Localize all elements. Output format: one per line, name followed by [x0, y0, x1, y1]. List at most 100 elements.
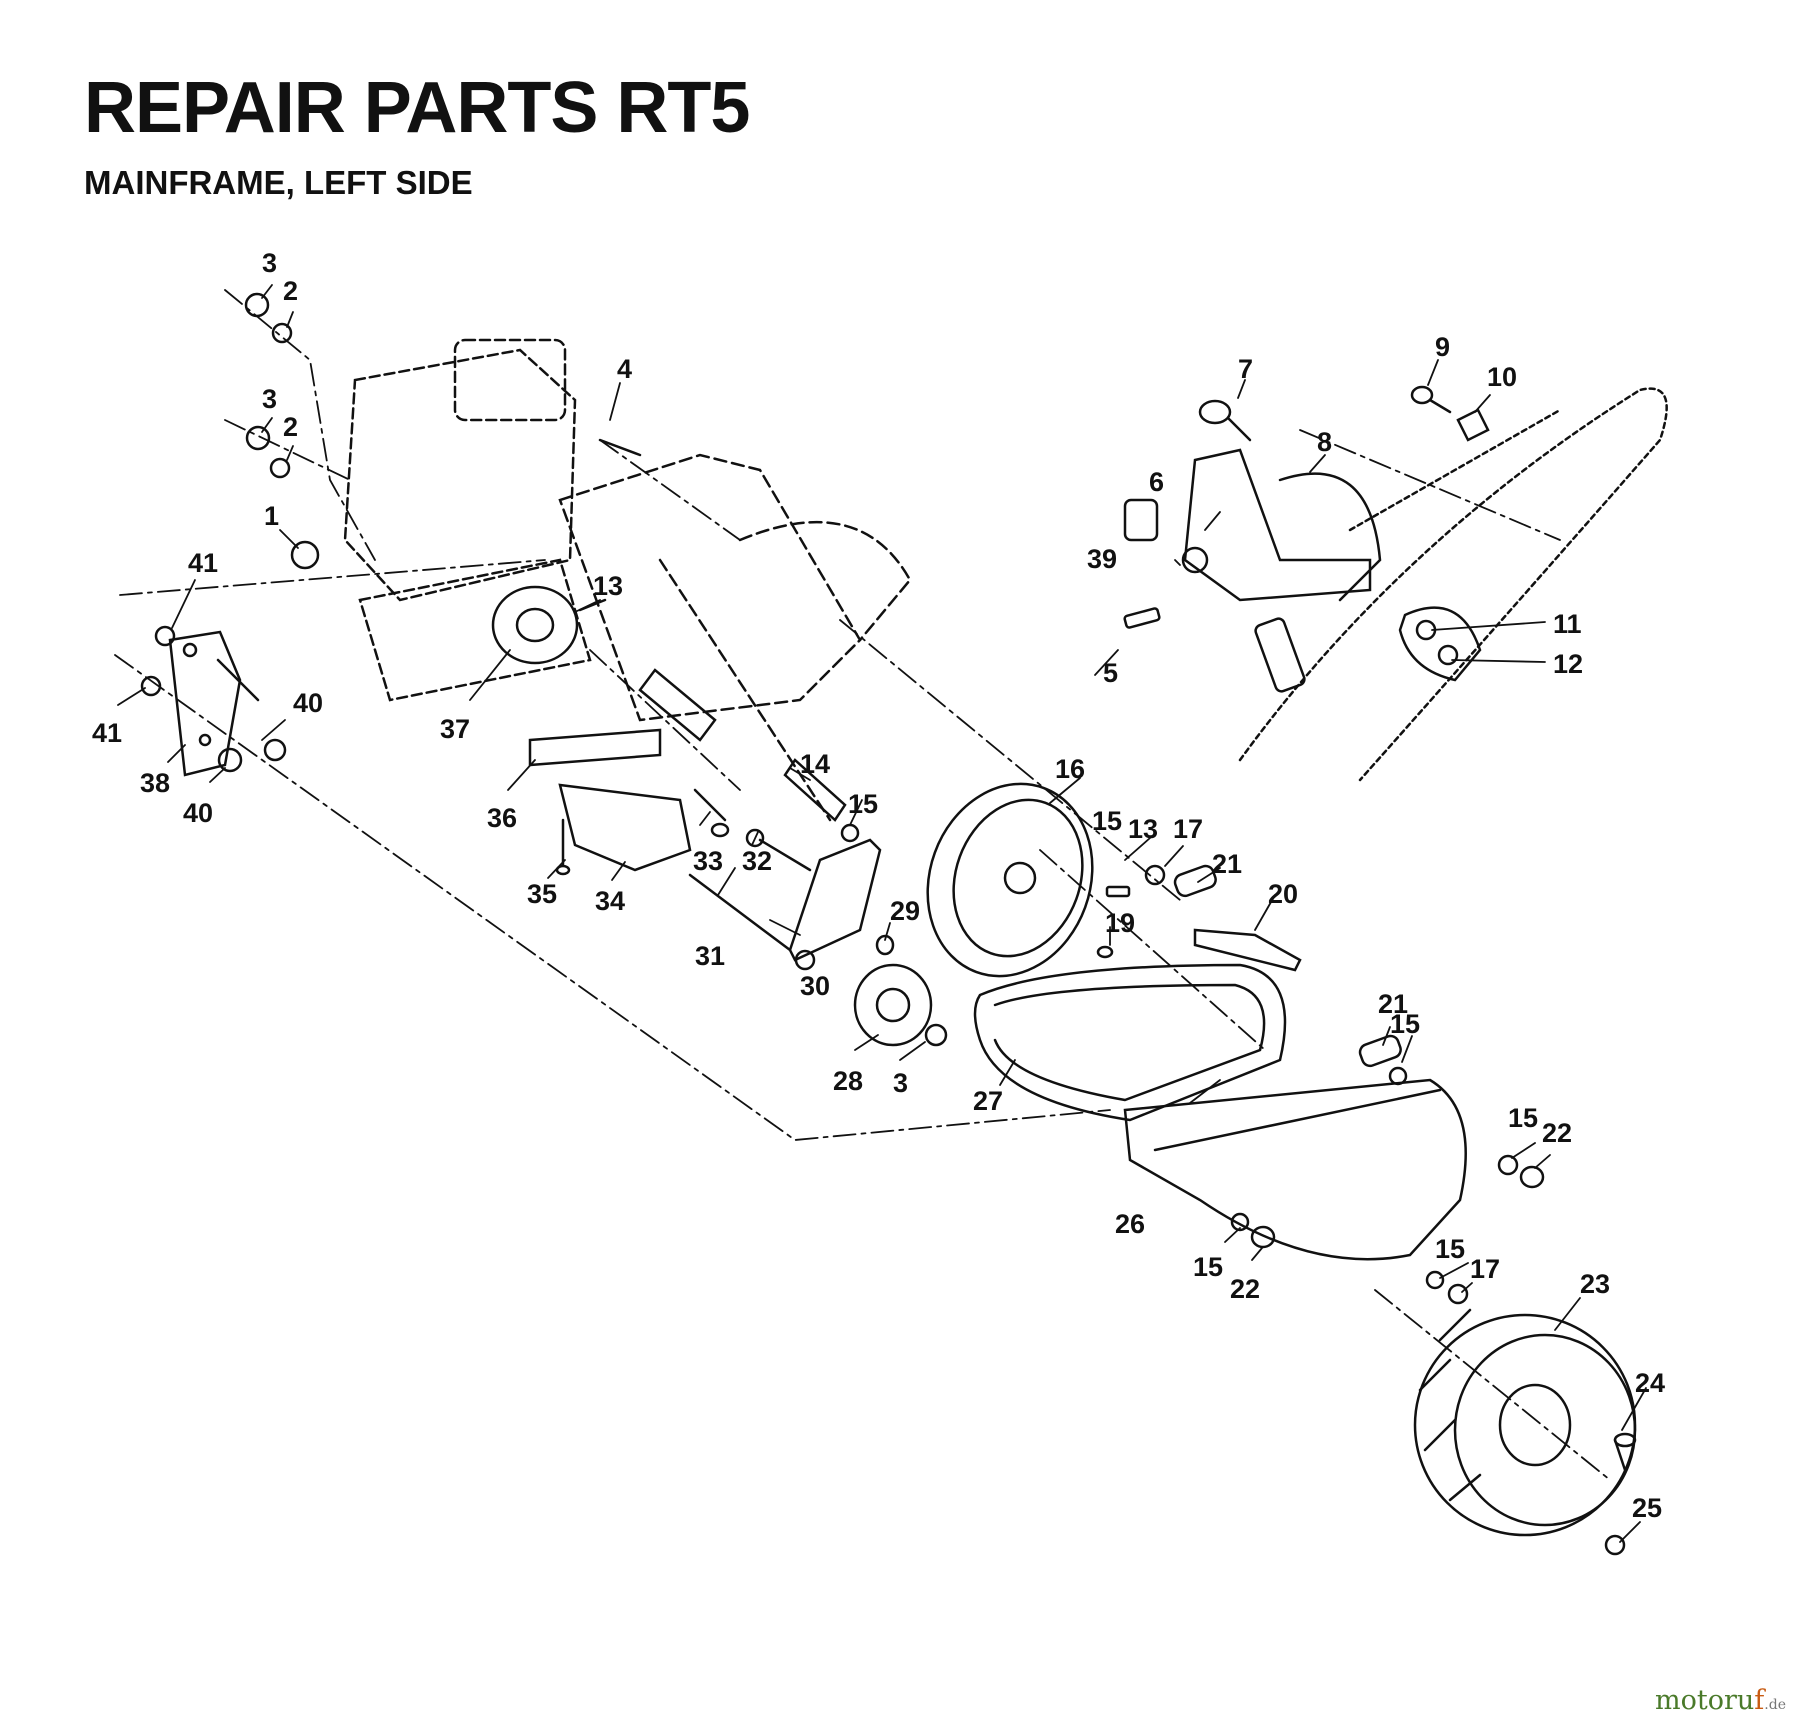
callout-33: 33 [693, 846, 723, 876]
callout-27: 27 [973, 1086, 1003, 1116]
idler-pulley [853, 963, 933, 1047]
callout-10: 10 [1487, 362, 1517, 392]
fasteners [140, 292, 1545, 1305]
bolt-32 [745, 828, 812, 872]
callout-26: 26 [1115, 1209, 1145, 1239]
large-pulley [926, 782, 1094, 978]
spacer-21b [1358, 1034, 1402, 1068]
callout-7: 7 [1238, 354, 1253, 384]
wheel-tire [1413, 1308, 1637, 1537]
callout-5: 5 [1103, 658, 1118, 688]
callout-1: 1 [264, 501, 279, 531]
depth-bracket [1183, 448, 1372, 602]
callout-32: 32 [742, 846, 772, 876]
callout-21a: 21 [1212, 849, 1242, 879]
clip-25 [1604, 1534, 1626, 1556]
callout-34: 34 [595, 886, 625, 916]
bolt-7 [1198, 399, 1252, 442]
callout-21b: 21 [1378, 989, 1408, 1019]
callout-3c: 3 [893, 1068, 908, 1098]
guide-lines [114, 289, 1611, 1481]
callout-15d: 15 [1193, 1252, 1223, 1282]
callout-17b: 17 [1470, 1254, 1500, 1284]
callout-40b: 40 [183, 798, 213, 828]
watermark-tld: .de [1764, 1697, 1786, 1713]
callout-15a: 15 [848, 789, 878, 819]
callout-23: 23 [1580, 1269, 1610, 1299]
callout-15c: 15 [1508, 1103, 1538, 1133]
bolt-33 [693, 788, 730, 838]
shaft-tube [638, 668, 717, 742]
depth-stake [1254, 617, 1306, 693]
callout-41b: 41 [92, 718, 122, 748]
v-belt [973, 963, 1287, 1122]
callout-31: 31 [695, 941, 725, 971]
bracket-pivot [1181, 546, 1209, 574]
bolt-35 [555, 818, 571, 876]
watermark-text-c: f [1754, 1685, 1765, 1716]
callout-41a: 41 [188, 548, 218, 578]
callout-22a: 22 [1542, 1118, 1572, 1148]
callout-22b: 22 [1230, 1274, 1260, 1304]
watermark-text-a: motor [1655, 1685, 1737, 1716]
pin-5 [1123, 607, 1161, 629]
belt-guard-34 [558, 783, 692, 872]
callout-29: 29 [890, 896, 920, 926]
callout-20: 20 [1268, 879, 1298, 909]
page-title: REPAIR PARTS RT5 [84, 68, 750, 148]
page-subtitle: MAINFRAME, LEFT SIDE [84, 164, 473, 201]
callout-11: 11 [1553, 609, 1582, 639]
belt-cover [1123, 1078, 1467, 1261]
mainframe-outline [558, 453, 912, 822]
callout-13b: 13 [1128, 814, 1158, 844]
drive-pulley [491, 585, 579, 665]
pin-24 [1613, 1432, 1637, 1472]
bolt-9 [1410, 385, 1452, 414]
callout-2a: 2 [283, 276, 298, 306]
callout-15f: 15 [1092, 806, 1122, 836]
callout-30: 30 [800, 971, 830, 1001]
idler-arm [788, 838, 882, 962]
callout-16: 16 [1055, 754, 1085, 784]
callout-39: 39 [1087, 544, 1117, 574]
callout-6: 6 [1149, 467, 1164, 497]
callout-12: 12 [1553, 649, 1583, 679]
callout-17a: 17 [1173, 814, 1203, 844]
depth-plate [1278, 472, 1382, 602]
callout-37: 37 [440, 714, 470, 744]
watermark-text-b: u [1736, 1685, 1755, 1716]
mount-plate [168, 630, 242, 777]
tiller-handle-outline [1238, 387, 1668, 782]
callout-15b: 15 [1390, 1009, 1420, 1039]
callout-3b: 3 [262, 384, 277, 414]
leader-lines [117, 284, 1647, 1543]
callout-3a: 3 [262, 248, 277, 278]
bracket-36 [528, 728, 662, 767]
callout-38: 38 [140, 768, 170, 798]
bolt-40 [216, 658, 287, 762]
callout-19: 19 [1105, 908, 1135, 938]
watermark-logo: motoruf.de [1655, 1685, 1786, 1716]
rod-31 [688, 873, 792, 952]
callout-14: 14 [800, 749, 830, 779]
callout-24: 24 [1635, 1368, 1665, 1398]
callout-9: 9 [1435, 332, 1450, 362]
callout-36: 36 [487, 803, 517, 833]
callout-40a: 40 [293, 688, 323, 718]
spacer-21a [1173, 864, 1217, 898]
callout-15e: 15 [1435, 1234, 1465, 1264]
callout-13a: 13 [593, 571, 623, 601]
callout-28: 28 [833, 1066, 863, 1096]
callout-2b: 2 [283, 412, 298, 442]
callout-35: 35 [527, 879, 557, 909]
spacer-14 [783, 758, 847, 822]
callout-8: 8 [1317, 427, 1332, 457]
callout-25: 25 [1632, 1493, 1662, 1523]
handle-bracket [1398, 606, 1482, 682]
spacer-39 [1123, 498, 1159, 542]
brace-20 [1193, 928, 1302, 972]
part-callouts: 1 2 2 3 3 3 4 5 6 7 8 9 10 11 12 13 13 1… [92, 248, 1665, 1523]
clip-10 [1456, 408, 1490, 442]
engine-outline [343, 338, 592, 702]
